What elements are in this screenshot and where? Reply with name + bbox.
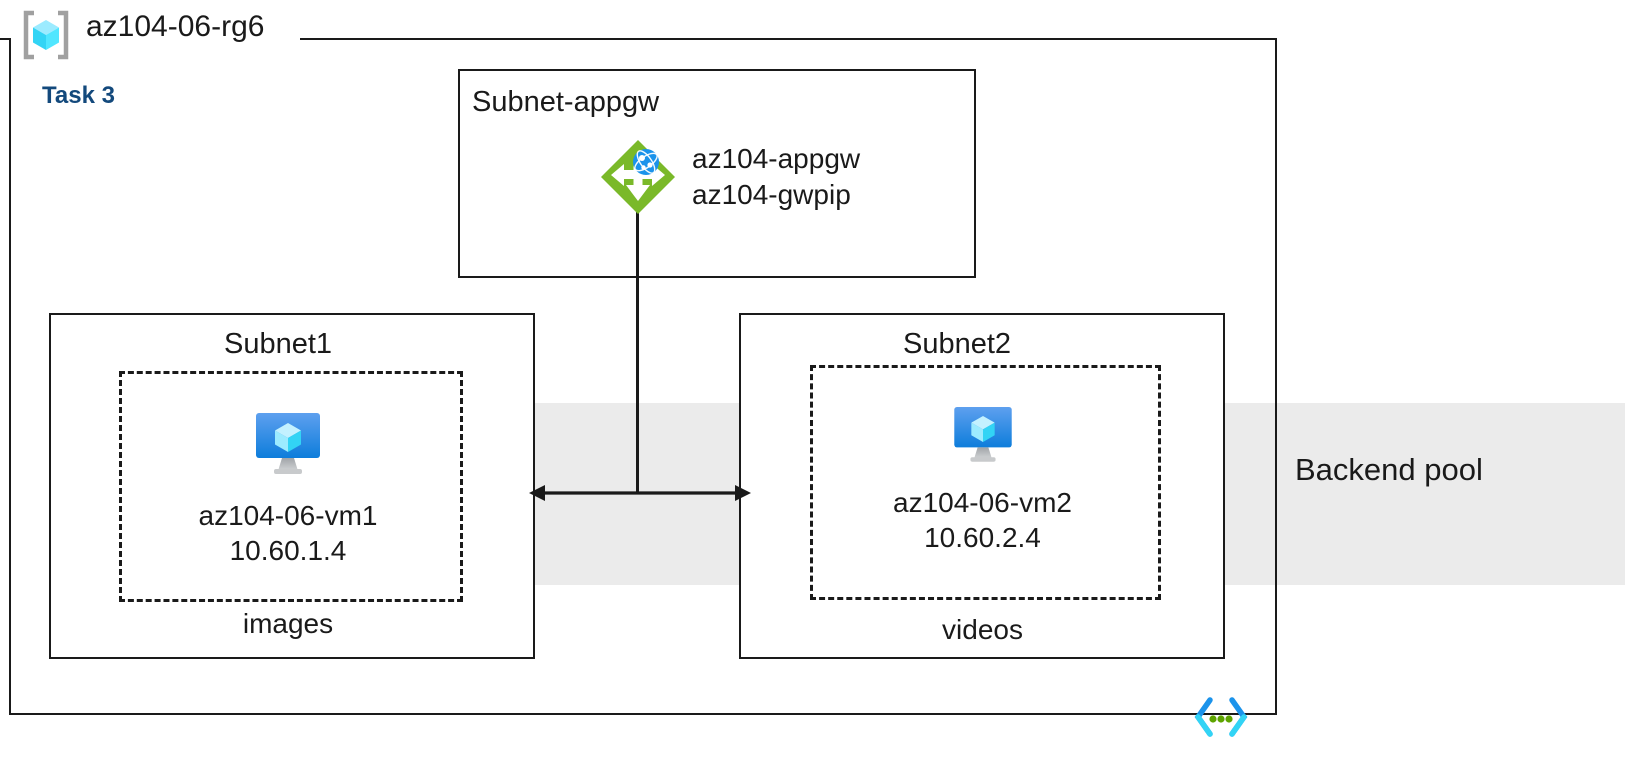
- application-gateway-resource: az104-appgw az104-gwpip: [598, 137, 860, 217]
- appgw-connector-line: [636, 205, 639, 492]
- subnet1-title: Subnet1: [224, 328, 333, 360]
- subnet2-dashed-group: [810, 365, 1161, 600]
- resource-group-border-top: [300, 38, 1277, 40]
- subnet-appgw-title: Subnet-appgw: [472, 86, 660, 118]
- resource-group-border-left: [9, 38, 11, 715]
- subnet1-inner-label: images: [242, 608, 334, 639]
- application-gateway-icon: [598, 137, 678, 217]
- vm1-ip: 10.60.1.4: [229, 535, 347, 566]
- vm2-resource: az104-06-vm2 10.60.2.4: [810, 398, 1155, 555]
- vm2-name: az104-06-vm2: [893, 487, 1072, 518]
- subnet1-dashed-group: [119, 371, 463, 602]
- appgw-name: az104-appgw: [692, 143, 861, 175]
- task-label: Task 3: [42, 82, 115, 109]
- vm1-resource: az104-06-vm1 10.60.1.4: [119, 403, 457, 568]
- virtual-machine-icon: [810, 398, 1155, 473]
- resource-group-border-bottom: [9, 713, 1277, 715]
- subnet-appgw-box: [458, 69, 976, 278]
- subnet2-title: Subnet2: [903, 328, 1012, 360]
- subnet2-inner-label: videos: [942, 614, 1023, 645]
- application-gateway-labels: az104-appgw az104-gwpip: [692, 141, 860, 212]
- virtual-machine-icon: [119, 403, 457, 486]
- backend-pool-label: Backend pool: [1295, 452, 1483, 487]
- code-brackets-icon: [1192, 694, 1250, 745]
- gwpip-name: az104-gwpip: [692, 179, 851, 210]
- resource-group-icon: [18, 7, 74, 63]
- subnet-bidirectional-arrow: [525, 478, 755, 513]
- vm2-ip: 10.60.2.4: [924, 522, 1041, 553]
- resource-group-border-right: [1275, 38, 1277, 715]
- resource-group-name: az104-06-rg6: [86, 10, 265, 43]
- resource-group-border-top-stub: [0, 38, 10, 40]
- vm1-name: az104-06-vm1: [198, 500, 378, 531]
- subnet2-box: [739, 313, 1225, 659]
